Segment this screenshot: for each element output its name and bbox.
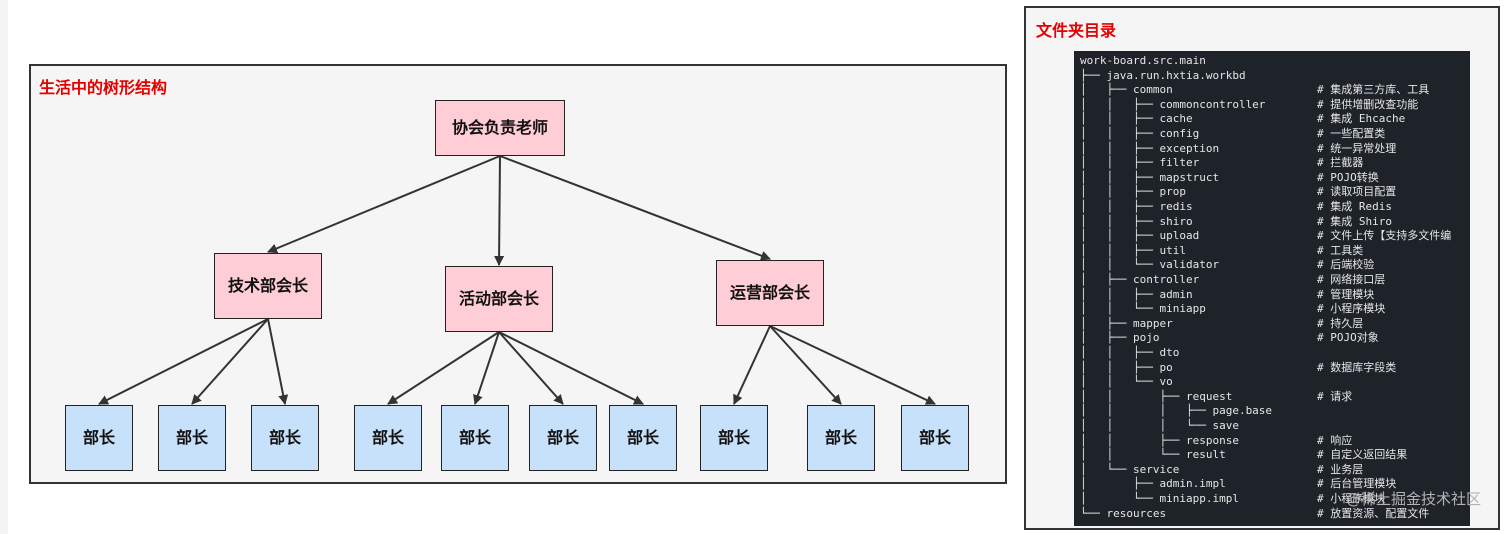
dir-line: │ │ ├── config (1080, 127, 1200, 140)
minister-node-2: 活动部会长 (445, 266, 553, 332)
dir-line: │ │ ├── response (1080, 433, 1239, 447)
dir-line: │ │ ├── mapstruct (1080, 170, 1220, 184)
root-node: 协会负责老师 (435, 100, 565, 156)
dir-comment: # 集成 Redis (1317, 200, 1392, 213)
dir-line: │ │ ├── util (1080, 243, 1186, 257)
dir-line: ├── java.run.hxtia.workbd (1080, 68, 1246, 82)
dir-line: │ ├── controller (1080, 273, 1200, 286)
dir-line: │ │ ├── shiro (1080, 214, 1193, 228)
minister-to-leaf-edge-8 (733, 325, 771, 405)
minister-node-1: 技术部会长 (214, 253, 322, 319)
minister-to-leaf-edge-6 (498, 331, 564, 405)
root-to-minister-edge-2 (494, 155, 505, 266)
root-to-minister-edge-1 (267, 155, 501, 254)
directory-code-block: work-board.src.main├── java.run.hxtia.wo… (1074, 51, 1470, 526)
dir-line: │ │ └── validator (1080, 258, 1220, 272)
leaf-node-4: 部长 (354, 405, 422, 471)
dir-line: └── resources (1080, 506, 1167, 520)
dir-comment: # 数据库字段类 (1317, 360, 1397, 374)
minister-to-leaf-edge-2 (191, 318, 269, 405)
dir-comment: # 管理模块 (1317, 287, 1375, 301)
tree-panel-title: 生活中的树形结构 (39, 78, 168, 97)
dir-line: │ ├── mapper (1080, 316, 1173, 330)
dir-line: │ │ │ └── save (1080, 419, 1239, 432)
dir-comment: # 响应 (1317, 433, 1353, 447)
dir-line: │ │ ├── exception (1080, 141, 1220, 155)
dir-comment: # 统一异常处理 (1317, 141, 1397, 155)
dir-line: │ ├── admin.impl (1080, 477, 1226, 491)
dir-comment: # 业务层 (1317, 462, 1364, 476)
dir-line: work-board.src.main (1080, 54, 1206, 67)
minister-to-leaf-edge-1 (98, 318, 269, 405)
leaf-node-9: 部长 (807, 405, 875, 471)
left-edge-strip (0, 0, 8, 534)
dir-comment: # 自定义返回结果 (1317, 448, 1408, 462)
dir-comment: # 放置资源、配置文件 (1317, 506, 1430, 520)
watermark: @稀土掘金技术社区 (1346, 490, 1482, 508)
dir-line: │ │ ├── redis (1080, 200, 1193, 213)
dir-line: │ ├── pojo (1080, 331, 1160, 345)
dir-comment: # 提供增删改查功能 (1317, 97, 1419, 111)
root-to-minister-edge-3 (499, 155, 771, 261)
dir-line: │ │ ├── dto (1080, 346, 1180, 359)
dir-line: │ │ ├── upload (1080, 229, 1200, 243)
dir-comment: # 集成第三方库、工具 (1317, 83, 1430, 97)
dir-comment: # 一些配置类 (1317, 127, 1386, 140)
dir-line: │ │ ├── filter (1080, 156, 1200, 170)
dir-line: │ │ ├── commoncontroller (1080, 97, 1266, 111)
dir-comment: # POJO对象 (1317, 331, 1379, 345)
minister-to-leaf-edge-5 (473, 331, 500, 405)
minister-node-3: 运营部会长 (716, 260, 824, 326)
dir-line: │ │ └── vo (1080, 375, 1173, 389)
minister-to-leaf-edge-3 (267, 318, 289, 405)
dir-comment: # 持久层 (1317, 316, 1364, 330)
dir-line: │ └── service (1080, 462, 1180, 476)
dir-comment: # 后台管理模块 (1317, 477, 1397, 491)
dir-line: │ │ │ ├── page.base (1080, 404, 1273, 418)
minister-to-leaf-edge-10 (769, 325, 936, 405)
leaf-node-2: 部长 (158, 405, 226, 471)
dir-line: │ └── miniapp.impl (1080, 492, 1239, 505)
tree-structure-panel: 生活中的树形结构 协会负责老师技术部会长活动部会长运营部会长部长部长部长部长部长… (29, 64, 1007, 484)
dir-line: │ │ ├── admin (1080, 287, 1193, 301)
dir-comment: # 拦截器 (1317, 156, 1364, 170)
dir-comment: # 工具类 (1317, 243, 1364, 257)
dir-line: │ │ ├── po (1080, 360, 1173, 374)
dir-comment: # 读取项目配置 (1317, 185, 1397, 199)
minister-to-leaf-edge-7 (498, 331, 644, 405)
tree-edges (98, 155, 936, 405)
dir-comment: # 网络接口层 (1317, 273, 1386, 286)
leaf-node-3: 部长 (251, 405, 319, 471)
dir-comment: # 文件上传【支持多文件编 (1317, 229, 1452, 243)
folder-panel-title: 文件夹目录 (1036, 21, 1117, 40)
folder-directory-panel: 文件夹目录 work-board.src.main├── java.run.hx… (1024, 6, 1500, 530)
leaf-node-10: 部长 (901, 405, 969, 471)
minister-to-leaf-edge-4 (387, 331, 500, 405)
leaf-node-7: 部长 (609, 405, 677, 471)
dir-line: │ │ ├── request (1080, 389, 1233, 403)
dir-line: │ │ ├── cache (1080, 112, 1193, 126)
dir-line: │ │ ├── prop (1080, 185, 1186, 199)
dir-comment: # 小程序模块 (1317, 492, 1386, 505)
dir-comment: # 小程序模块 (1317, 302, 1386, 316)
dir-line: │ │ └── miniapp (1080, 302, 1206, 316)
leaf-node-1: 部长 (65, 405, 133, 471)
dir-comment: # 请求 (1317, 389, 1353, 403)
leaf-node-6: 部长 (529, 405, 597, 471)
dir-line: │ ├── common (1080, 83, 1173, 97)
dir-line: │ │ └── result (1080, 448, 1226, 462)
minister-to-leaf-edge-9 (769, 325, 842, 405)
dir-comment: # POJO转换 (1317, 170, 1379, 184)
leaf-node-5: 部长 (441, 405, 509, 471)
leaf-node-8: 部长 (700, 405, 768, 471)
dir-comment: # 集成 Shiro (1317, 214, 1392, 228)
dir-comment: # 集成 Ehcache (1317, 112, 1406, 126)
dir-comment: # 后端校验 (1317, 258, 1375, 272)
